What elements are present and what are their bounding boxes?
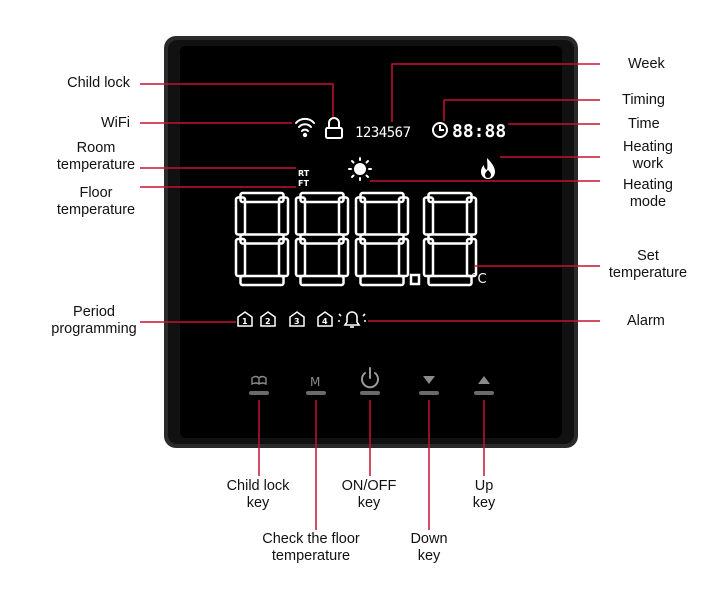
seven-seg-digit bbox=[422, 191, 478, 287]
svg-text:4: 4 bbox=[322, 317, 328, 326]
segment-b bbox=[397, 196, 410, 236]
segment-c bbox=[337, 237, 350, 278]
flame-icon bbox=[481, 158, 495, 179]
segment-b bbox=[465, 196, 478, 236]
seven-seg-digit bbox=[294, 191, 350, 287]
seven-seg-digit bbox=[234, 191, 290, 287]
m-key[interactable]: M bbox=[306, 375, 326, 395]
label-timing: Timing bbox=[622, 92, 665, 108]
label-week: Week bbox=[628, 56, 665, 72]
segment-d bbox=[427, 274, 473, 287]
leader-lines bbox=[140, 63, 600, 530]
temperature-unit: °C bbox=[471, 272, 487, 287]
down-key-bar bbox=[419, 391, 439, 395]
segment-c bbox=[277, 237, 290, 278]
device-screen bbox=[180, 46, 562, 438]
wifi-icon bbox=[295, 117, 315, 138]
period-2-icon: 2 bbox=[260, 311, 276, 327]
segment-e bbox=[234, 237, 247, 278]
period-4-icon: 4 bbox=[317, 311, 333, 327]
lock-icon bbox=[325, 117, 343, 139]
segment-f bbox=[294, 196, 307, 236]
segment-c bbox=[465, 237, 478, 278]
leader-week bbox=[391, 63, 600, 122]
segment-b bbox=[277, 196, 290, 236]
down-key[interactable] bbox=[419, 376, 439, 395]
rt-indicator: RT bbox=[298, 169, 310, 178]
segment-e bbox=[294, 237, 307, 278]
up-key-bar bbox=[474, 391, 494, 395]
m-key-bar bbox=[306, 391, 326, 395]
temperature-digits bbox=[234, 191, 478, 287]
segment-b bbox=[337, 196, 350, 236]
segment-c bbox=[397, 237, 410, 278]
segment-e bbox=[354, 237, 367, 278]
segment-d bbox=[299, 274, 345, 287]
label-alarm: Alarm bbox=[627, 313, 665, 329]
segment-d bbox=[359, 274, 405, 287]
time-digits: 88:88 bbox=[452, 121, 506, 142]
power-key[interactable] bbox=[360, 367, 380, 395]
segment-f bbox=[234, 196, 247, 236]
period-3-icon: 3 bbox=[289, 311, 305, 327]
label-wifi: WiFi bbox=[101, 115, 130, 131]
period-icons: 1 2 3 4 bbox=[237, 311, 333, 327]
segment-f bbox=[422, 196, 435, 236]
label-child-lock: Child lock bbox=[67, 75, 130, 91]
alarm-icon bbox=[338, 311, 366, 328]
triangle-down-icon bbox=[423, 376, 435, 384]
child-lock-key[interactable] bbox=[249, 375, 269, 396]
period-1-icon: 1 bbox=[237, 311, 253, 327]
up-key[interactable] bbox=[474, 376, 494, 395]
svg-text:1: 1 bbox=[242, 317, 248, 326]
decimal-point bbox=[409, 273, 421, 286]
book-icon bbox=[251, 375, 267, 386]
segment-e bbox=[422, 237, 435, 278]
ft-indicator: FT bbox=[298, 179, 309, 188]
power-icon bbox=[361, 367, 379, 389]
svg-text:3: 3 bbox=[294, 317, 300, 326]
segment-f bbox=[354, 196, 367, 236]
label-time: Time bbox=[628, 116, 660, 132]
triangle-up-icon bbox=[478, 376, 490, 384]
week-digits: 1234567 bbox=[355, 125, 411, 141]
segment-d bbox=[239, 274, 285, 287]
seven-seg-digit bbox=[354, 191, 410, 287]
svg-text:2: 2 bbox=[265, 317, 271, 326]
leader-child-lock bbox=[140, 83, 334, 117]
child-lock-key-bar bbox=[249, 391, 269, 395]
m-key-label: M bbox=[310, 375, 320, 389]
clock-icon bbox=[432, 122, 448, 138]
power-key-bar bbox=[360, 391, 380, 395]
sun-icon bbox=[348, 157, 372, 181]
